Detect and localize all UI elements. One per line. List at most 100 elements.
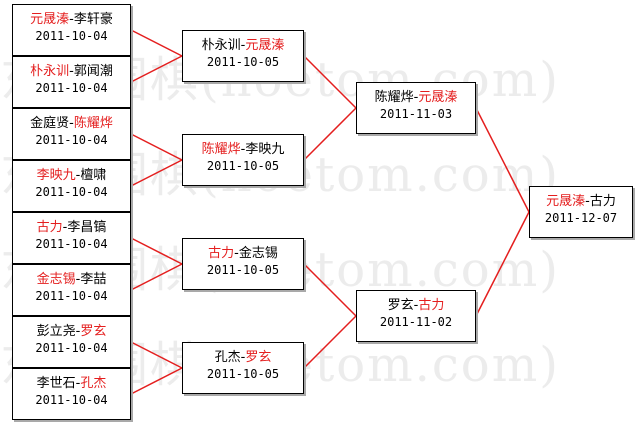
connector-line bbox=[303, 315, 357, 369]
match-players: 朴永训-元晟溱 bbox=[183, 37, 303, 54]
connector-line bbox=[303, 263, 357, 317]
match-players: 陈耀烨-元晟溱 bbox=[357, 89, 475, 106]
match-date: 2011-10-04 bbox=[35, 185, 108, 199]
match-date: 2011-10-05 bbox=[206, 367, 280, 381]
match-players: 罗玄-古力 bbox=[357, 297, 475, 314]
player-separator: - bbox=[75, 272, 81, 287]
connector-line bbox=[130, 263, 183, 291]
player-name: 李映九 bbox=[36, 168, 76, 183]
player-separator: - bbox=[240, 142, 246, 157]
match-date: 2011-10-04 bbox=[35, 393, 108, 407]
player-name: 元晟溱 bbox=[245, 38, 285, 53]
player-name: 元晟溱 bbox=[30, 12, 70, 27]
match-players: 朴永训-郭闻潮 bbox=[13, 63, 130, 80]
player-name: 檀啸 bbox=[80, 168, 107, 183]
match-players: 金庭贤-陈耀烨 bbox=[13, 115, 130, 132]
connector-line bbox=[130, 367, 183, 395]
player-name: 李映九 bbox=[245, 142, 285, 157]
match-date: 2011-11-02 bbox=[379, 315, 453, 329]
match-players: 古力-李昌镐 bbox=[13, 219, 130, 236]
player-name: 彭立尧 bbox=[36, 324, 76, 339]
connector-line bbox=[130, 29, 183, 57]
match-date: 2011-10-04 bbox=[35, 289, 108, 303]
player-name: 郭闻潮 bbox=[73, 64, 113, 79]
connector-line bbox=[303, 55, 357, 109]
match-players: 古力-金志锡 bbox=[183, 245, 303, 262]
player-name: 孔杰 bbox=[214, 350, 241, 365]
player-name: 李昌镐 bbox=[67, 220, 107, 235]
player-name: 陈耀烨 bbox=[374, 90, 414, 105]
player-separator: - bbox=[75, 376, 81, 391]
match-players: 元晟溱-李轩豪 bbox=[13, 11, 130, 28]
player-name: 元晟溱 bbox=[546, 194, 586, 209]
player-separator: - bbox=[234, 246, 239, 261]
player-separator: - bbox=[413, 298, 419, 313]
match-date: 2011-10-05 bbox=[206, 159, 280, 173]
match-players: 彭立尧-罗玄 bbox=[13, 323, 130, 340]
player-name: 罗玄 bbox=[387, 298, 414, 313]
match-date: 2011-10-05 bbox=[206, 263, 280, 277]
player-separator: - bbox=[413, 90, 419, 105]
connector-line bbox=[303, 107, 357, 161]
player-name: 李世石 bbox=[36, 376, 76, 391]
player-name: 古力 bbox=[208, 246, 235, 261]
player-name: 陈耀烨 bbox=[73, 116, 113, 131]
player-name: 李喆 bbox=[80, 272, 107, 287]
player-separator: - bbox=[240, 350, 246, 365]
player-separator: - bbox=[240, 38, 246, 53]
match-players: 李世石-孔杰 bbox=[13, 375, 130, 392]
match-date: 2011-12-07 bbox=[544, 211, 618, 225]
connector-line bbox=[130, 159, 183, 187]
connector-line bbox=[475, 107, 530, 213]
player-name: 古力 bbox=[589, 194, 616, 209]
match-date: 2011-10-04 bbox=[35, 133, 108, 147]
player-separator: - bbox=[69, 64, 74, 79]
player-separator: - bbox=[62, 220, 68, 235]
player-name: 金志锡 bbox=[238, 246, 278, 261]
connector-line bbox=[475, 211, 530, 317]
match-date: 2011-10-05 bbox=[206, 55, 280, 69]
player-name: 朴永训 bbox=[201, 38, 241, 53]
match-date: 2011-10-04 bbox=[35, 237, 108, 251]
player-name: 罗玄 bbox=[80, 324, 107, 339]
match-players: 金志锡-李喆 bbox=[13, 271, 130, 288]
player-name: 金庭贤 bbox=[30, 116, 70, 131]
player-name: 金志锡 bbox=[36, 272, 76, 287]
player-separator: - bbox=[69, 12, 74, 27]
player-name: 陈耀烨 bbox=[201, 142, 241, 157]
player-name: 古力 bbox=[36, 220, 63, 235]
connector-line bbox=[130, 133, 183, 161]
player-separator: - bbox=[69, 116, 74, 131]
match-box-round2: 陈耀烨-李映九 2011-10-05 bbox=[182, 134, 304, 186]
connector-line bbox=[130, 341, 183, 369]
player-name: 李轩豪 bbox=[73, 12, 113, 27]
player-separator: - bbox=[75, 324, 81, 339]
match-players: 李映九-檀啸 bbox=[13, 167, 130, 184]
player-name: 元晟溱 bbox=[418, 90, 458, 105]
match-date: 2011-10-04 bbox=[35, 29, 108, 43]
player-separator: - bbox=[585, 194, 590, 209]
connector-line bbox=[130, 237, 183, 265]
player-name: 古力 bbox=[418, 298, 445, 313]
match-date: 2011-10-04 bbox=[35, 81, 108, 95]
player-separator: - bbox=[75, 168, 81, 183]
match-players: 孔杰-罗玄 bbox=[183, 349, 303, 366]
match-players: 元晟溱-古力 bbox=[530, 193, 632, 210]
player-name: 罗玄 bbox=[245, 350, 272, 365]
player-name: 孔杰 bbox=[80, 376, 107, 391]
player-name: 朴永训 bbox=[30, 64, 70, 79]
